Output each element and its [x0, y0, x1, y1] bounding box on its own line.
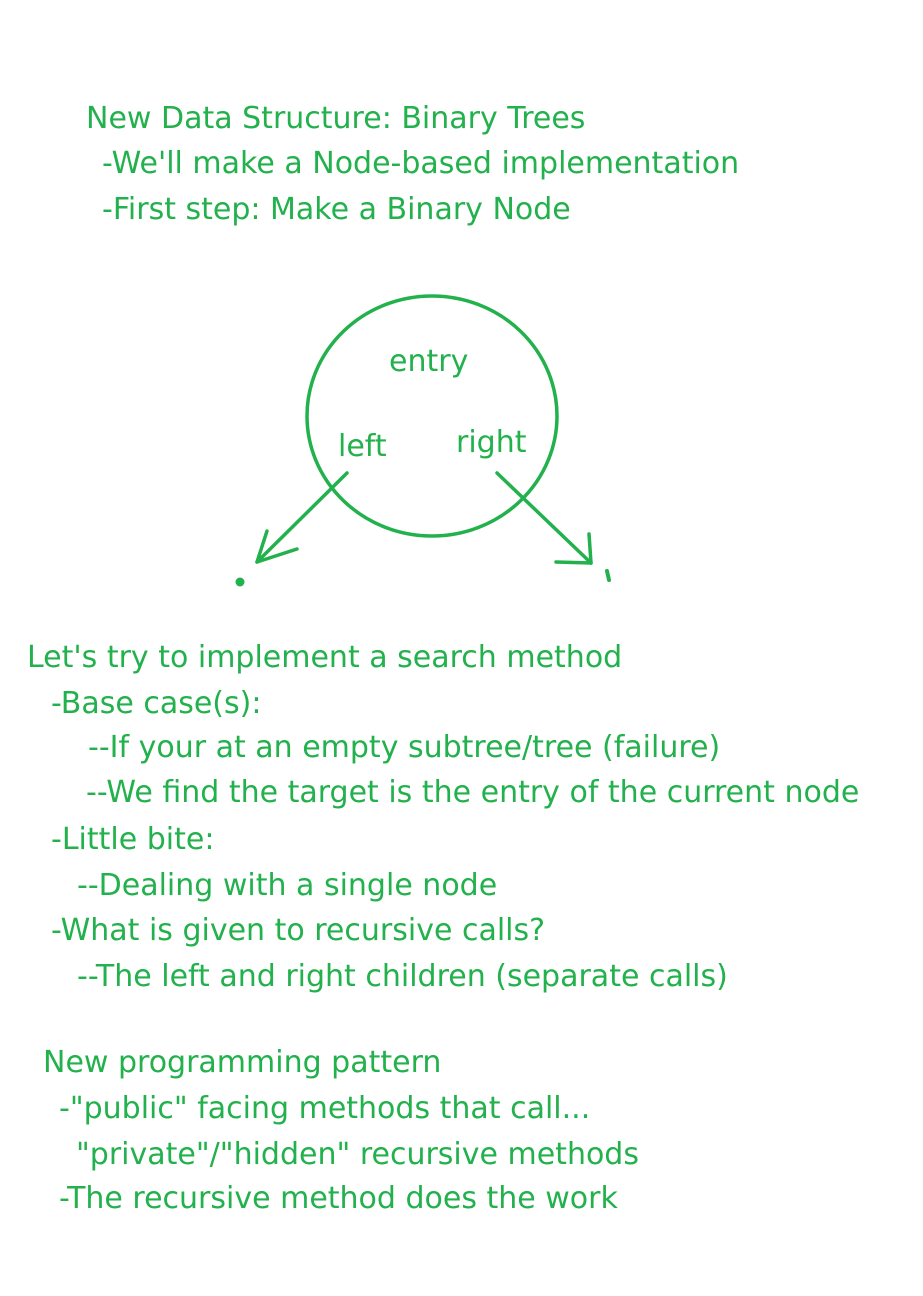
- right-null-dot: [605, 569, 611, 582]
- node-circle: [305, 294, 559, 538]
- left-null-dot: [235, 577, 245, 587]
- right-pointer-arrow-shaft: [495, 471, 593, 565]
- node-entry-label: entry: [389, 344, 469, 379]
- section2-title: Let's try to implement a search method: [27, 640, 623, 675]
- section3-line-2: "private"/"hidden" recursive methods: [76, 1137, 639, 1172]
- section2-line-3: --We find the target is the entry of the…: [86, 775, 860, 810]
- section2-line-6: -What is given to recursive calls?: [51, 913, 546, 948]
- right-pointer-arrow-head: [554, 532, 593, 565]
- section3-line-1: -"public" facing methods that call...: [59, 1091, 591, 1126]
- left-pointer-arrow-head: [255, 529, 299, 564]
- section2-line-7: --The left and right children (separate …: [77, 959, 728, 994]
- section1-bullet-2: -First step: Make a Binary Node: [102, 192, 571, 227]
- section2-line-4: -Little bite:: [51, 822, 215, 857]
- node-right-label: right: [456, 425, 527, 460]
- section2-line-5: --Dealing with a single node: [77, 868, 498, 903]
- section1-title: New Data Structure: Binary Trees: [86, 101, 586, 136]
- section2-line-2: --If your at an empty subtree/tree (fail…: [88, 730, 721, 765]
- section3-line-3: -The recursive method does the work: [59, 1181, 618, 1216]
- section2-line-1: -Base case(s):: [51, 686, 262, 721]
- section1-bullet-1: -We'll make a Node-based implementation: [102, 146, 740, 181]
- node-left-label: left: [338, 429, 387, 464]
- section3-title: New programming pattern: [43, 1045, 442, 1080]
- left-pointer-arrow-shaft: [255, 471, 349, 564]
